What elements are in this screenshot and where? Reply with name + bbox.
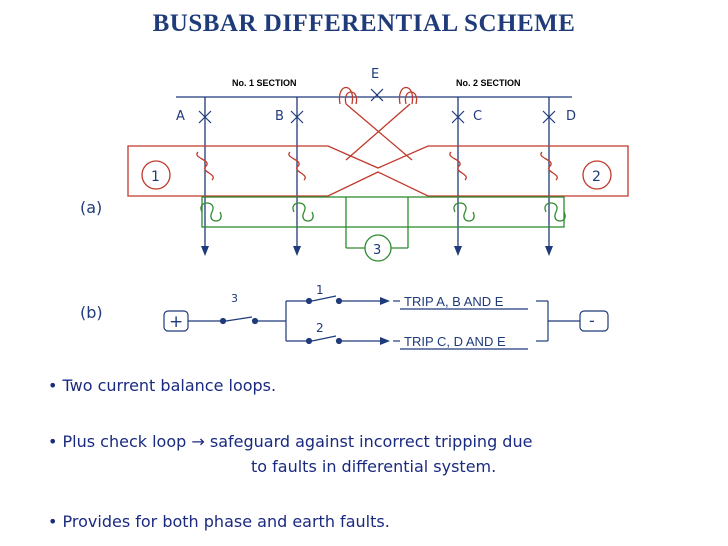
contact-2-label: 2: [316, 321, 324, 335]
green-ct-b: [292, 202, 314, 222]
trip-1-label: TRIP A, B AND E: [404, 294, 504, 309]
red-ct-b: [288, 151, 306, 181]
contact-2-left: [305, 337, 313, 345]
contact-1-right: [335, 297, 343, 305]
bullet-item-continuation: to faults in differential system.: [251, 457, 497, 476]
relay-1-circle: [141, 160, 171, 190]
feeder-e-label: E: [371, 67, 379, 82]
green-ct-c: [453, 202, 475, 222]
section2-label: No. 2 SECTION: [456, 78, 521, 88]
relay-1-label: 1: [151, 169, 160, 185]
part-a-label: (a): [80, 198, 102, 217]
feeder-b-arrow: [293, 246, 301, 256]
relay-2-circle: [582, 160, 612, 190]
green-ct-a: [200, 202, 222, 222]
minus-sign: -: [589, 311, 595, 330]
slide-title: BUSBAR DIFFERENTIAL SCHEME: [152, 10, 576, 37]
bullet-item: • Two current balance loops.: [48, 376, 277, 395]
red-ct-a: [196, 151, 214, 181]
green-ct-coils: [200, 202, 566, 222]
contact-1-label: 1: [316, 283, 324, 297]
breaker-b-cross: [290, 110, 304, 124]
plus-sign: +: [169, 312, 183, 332]
relay-3-label: 3: [373, 243, 381, 258]
red-cross-2: [345, 103, 411, 161]
contact-3-left: [219, 317, 227, 325]
ct-e-right-1: [398, 87, 414, 105]
bullet-item: • Plus check loop → safeguard against in…: [48, 432, 533, 451]
breaker-crosses: [198, 88, 556, 124]
red-loop: [127, 103, 629, 197]
bus-section-cts: [338, 87, 418, 105]
contact-3-right: [251, 317, 259, 325]
relay-2-label: 2: [592, 169, 601, 185]
trip-circuit: + -: [163, 283, 609, 350]
breaker-c-cross: [451, 110, 465, 124]
feeder-d-arrow: [545, 246, 553, 256]
red-loop-path: [127, 145, 629, 197]
breaker-a-cross: [198, 110, 212, 124]
ct-e-right-2: [404, 91, 418, 105]
contact-1-left: [305, 297, 313, 305]
green-loop-rect: [201, 196, 565, 228]
feeder-a-arrow: [201, 246, 209, 256]
red-ct-c: [449, 151, 467, 181]
ct-e-left-1: [338, 87, 354, 105]
relay-3-circle: [364, 234, 392, 262]
arrow-trip-1: [380, 297, 390, 305]
breaker-d-cross: [542, 110, 556, 124]
feeder-arrows: [201, 246, 553, 256]
feeder-a-label: A: [176, 109, 185, 124]
bullet-item: • Provides for both phase and earth faul…: [48, 512, 390, 531]
part-b-label: (b): [80, 303, 103, 322]
red-ct-coils: [196, 151, 558, 181]
feeder-c-label: C: [473, 109, 482, 124]
green-ct-d: [544, 202, 566, 222]
contact-3-blade: [225, 316, 253, 322]
contact-2-blade: [311, 335, 337, 342]
feeder-c-arrow: [454, 246, 462, 256]
feeder-lines: [204, 97, 550, 248]
contact-3-label: 3: [231, 292, 238, 305]
feeder-d-label: D: [566, 109, 576, 124]
red-ct-d: [540, 151, 558, 181]
ct-e-left-2: [344, 91, 358, 105]
arrow-trip-2: [380, 337, 390, 345]
contact-2-right: [335, 337, 343, 345]
breaker-e-cross: [370, 88, 384, 102]
section1-label: No. 1 SECTION: [232, 78, 297, 88]
feeder-b-label: B: [275, 109, 284, 124]
trip-2-label: TRIP C, D AND E: [404, 334, 506, 349]
red-cross-1: [345, 103, 413, 161]
contact-1-blade: [311, 295, 337, 302]
